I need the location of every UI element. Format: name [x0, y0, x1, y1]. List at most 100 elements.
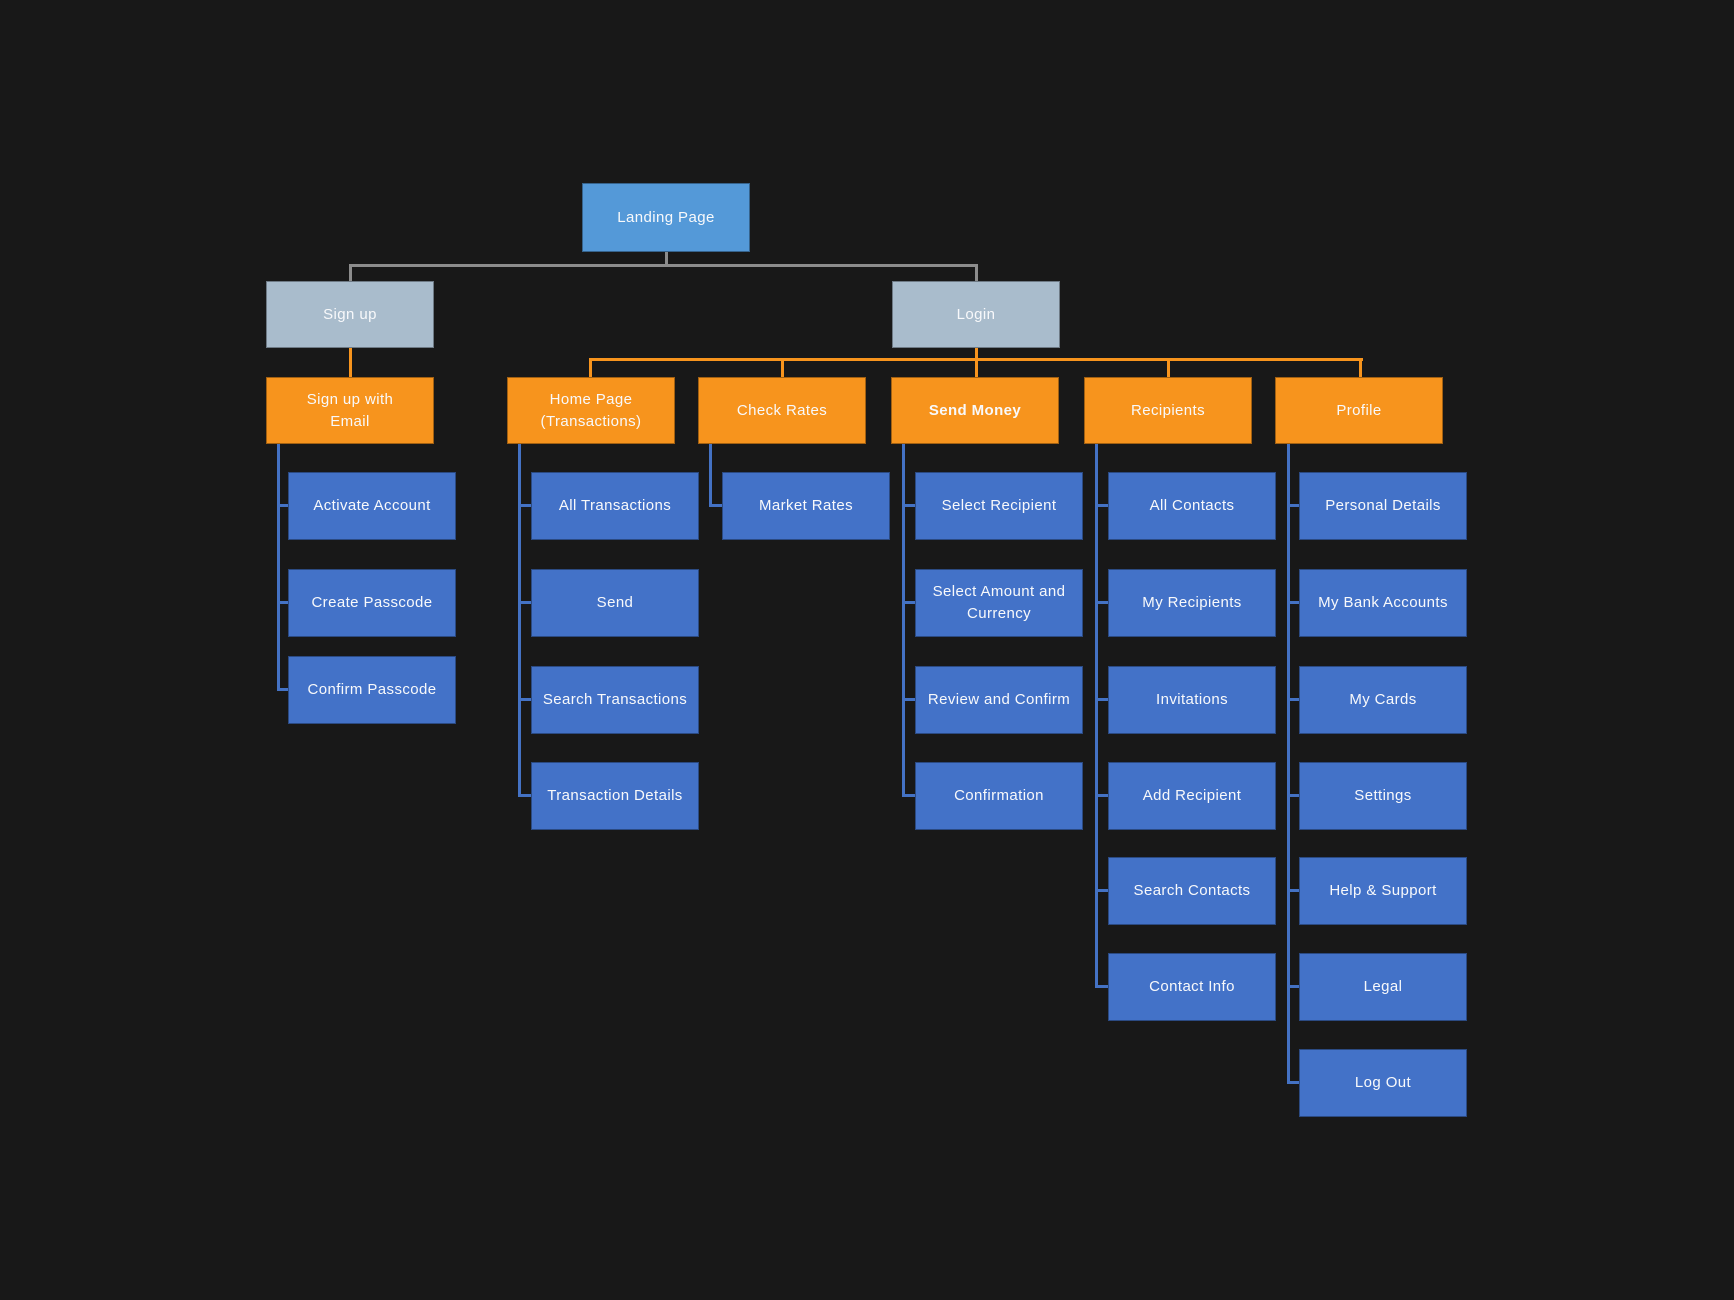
connector-orange-segment — [781, 358, 784, 377]
connector-orange-segment — [1359, 358, 1362, 377]
connector-blue-segment — [518, 601, 531, 604]
connector-orange-segment — [975, 358, 978, 377]
node-my-bank-accounts[interactable]: My Bank Accounts — [1299, 569, 1467, 637]
connector-blue-segment — [518, 794, 531, 797]
node-search-transactions[interactable]: Search Transactions — [531, 666, 699, 734]
node-label: Select Recipient — [941, 497, 1057, 514]
node-label: Recipients — [1130, 401, 1206, 419]
connector-blue-segment — [1287, 698, 1299, 701]
node-label: My Recipients — [1142, 594, 1242, 611]
connector-blue-segment — [277, 688, 288, 691]
node-market-rates[interactable]: Market Rates — [722, 472, 890, 540]
connector-blue-segment — [1287, 1081, 1299, 1084]
connector-blue-segment — [1287, 444, 1290, 1084]
node-all-contacts[interactable]: All Contacts — [1108, 472, 1276, 540]
node-legal[interactable]: Legal — [1299, 953, 1467, 1021]
connector-gray-segment — [975, 264, 978, 281]
connector-blue-segment — [1095, 889, 1108, 892]
node-activate-account[interactable]: Activate Account — [288, 472, 456, 540]
node-help-and-support[interactable]: Help & Support — [1299, 857, 1467, 925]
node-send[interactable]: Send — [531, 569, 699, 637]
node-check-rates[interactable]: Check Rates — [698, 377, 866, 444]
node-select-recipient[interactable]: Select Recipient — [915, 472, 1083, 540]
node-create-passcode[interactable]: Create Passcode — [288, 569, 456, 637]
connector-blue-segment — [277, 601, 288, 604]
node-label: Search Contacts — [1133, 882, 1251, 899]
node-sign-up[interactable]: Sign up — [266, 281, 434, 348]
node-label: Review and Confirm — [927, 691, 1071, 708]
node-home-page-transactions[interactable]: Home Page (Transactions) — [507, 377, 675, 444]
node-select-amount-and-currency[interactable]: Select Amount and Currency — [915, 569, 1083, 637]
node-landing-page[interactable]: Landing Page — [582, 183, 750, 252]
node-search-contacts[interactable]: Search Contacts — [1108, 857, 1276, 925]
connector-blue-segment — [902, 601, 915, 604]
node-label: Settings — [1354, 787, 1412, 804]
node-label: Create Passcode — [311, 594, 433, 611]
connector-blue-segment — [1095, 504, 1108, 507]
connector-blue-segment — [518, 444, 521, 797]
connector-blue-segment — [1095, 601, 1108, 604]
node-profile[interactable]: Profile — [1275, 377, 1443, 444]
node-label: Help & Support — [1329, 882, 1437, 899]
node-sign-up-with-email[interactable]: Sign up with Email — [266, 377, 434, 444]
connector-blue-segment — [1287, 794, 1299, 797]
node-label: Activate Account — [313, 497, 431, 514]
connector-gray-segment — [349, 264, 352, 281]
node-label: Send Money — [928, 401, 1022, 419]
node-contact-info[interactable]: Contact Info — [1108, 953, 1276, 1021]
node-personal-details[interactable]: Personal Details — [1299, 472, 1467, 540]
connector-blue-segment — [902, 504, 915, 507]
connector-blue-segment — [1095, 985, 1108, 988]
connector-blue-segment — [277, 444, 280, 691]
node-invitations[interactable]: Invitations — [1108, 666, 1276, 734]
node-my-recipients[interactable]: My Recipients — [1108, 569, 1276, 637]
node-add-recipient[interactable]: Add Recipient — [1108, 762, 1276, 830]
node-label: All Transactions — [558, 497, 672, 514]
node-log-out[interactable]: Log Out — [1299, 1049, 1467, 1117]
connector-blue-segment — [902, 794, 915, 797]
node-label: Confirmation — [954, 787, 1044, 804]
connector-blue-segment — [277, 504, 288, 507]
connector-gray-segment — [665, 252, 668, 266]
node-label: Invitations — [1156, 691, 1228, 708]
connector-blue-segment — [1287, 985, 1299, 988]
node-transaction-details[interactable]: Transaction Details — [531, 762, 699, 830]
node-label: Legal — [1363, 978, 1403, 995]
connector-blue-segment — [518, 698, 531, 701]
node-label: Search Transactions — [542, 691, 688, 708]
node-label: Sign up — [323, 305, 377, 323]
connector-blue-segment — [1095, 794, 1108, 797]
node-label: Transaction Details — [547, 787, 683, 804]
connector-blue-segment — [1287, 504, 1299, 507]
connector-blue-segment — [518, 504, 531, 507]
node-label: Select Amount and Currency — [932, 583, 1066, 622]
node-label: Send — [596, 594, 634, 611]
connector-gray-segment — [349, 264, 978, 267]
node-review-and-confirm[interactable]: Review and Confirm — [915, 666, 1083, 734]
connector-blue-segment — [1095, 698, 1108, 701]
node-recipients[interactable]: Recipients — [1084, 377, 1252, 444]
node-send-money[interactable]: Send Money — [891, 377, 1059, 444]
node-my-cards[interactable]: My Cards — [1299, 666, 1467, 734]
node-label: Market Rates — [759, 497, 853, 514]
node-confirmation[interactable]: Confirmation — [915, 762, 1083, 830]
node-login[interactable]: Login — [892, 281, 1060, 348]
node-label: Check Rates — [736, 401, 828, 419]
node-label: My Cards — [1349, 691, 1417, 708]
connector-blue-segment — [1287, 601, 1299, 604]
connector-blue-segment — [709, 444, 712, 507]
node-confirm-passcode[interactable]: Confirm Passcode — [288, 656, 456, 724]
connector-blue-segment — [902, 698, 915, 701]
node-all-transactions[interactable]: All Transactions — [531, 472, 699, 540]
node-label: Personal Details — [1325, 497, 1441, 514]
node-label: Home Page (Transactions) — [540, 390, 642, 430]
node-settings[interactable]: Settings — [1299, 762, 1467, 830]
connector-blue-segment — [1287, 889, 1299, 892]
connector-orange-segment — [349, 348, 352, 377]
node-label: Sign up with Email — [306, 390, 394, 430]
node-label: Contact Info — [1149, 978, 1235, 995]
node-label: Log Out — [1354, 1074, 1412, 1091]
node-label: All Contacts — [1149, 497, 1235, 514]
node-label: Confirm Passcode — [307, 681, 437, 698]
